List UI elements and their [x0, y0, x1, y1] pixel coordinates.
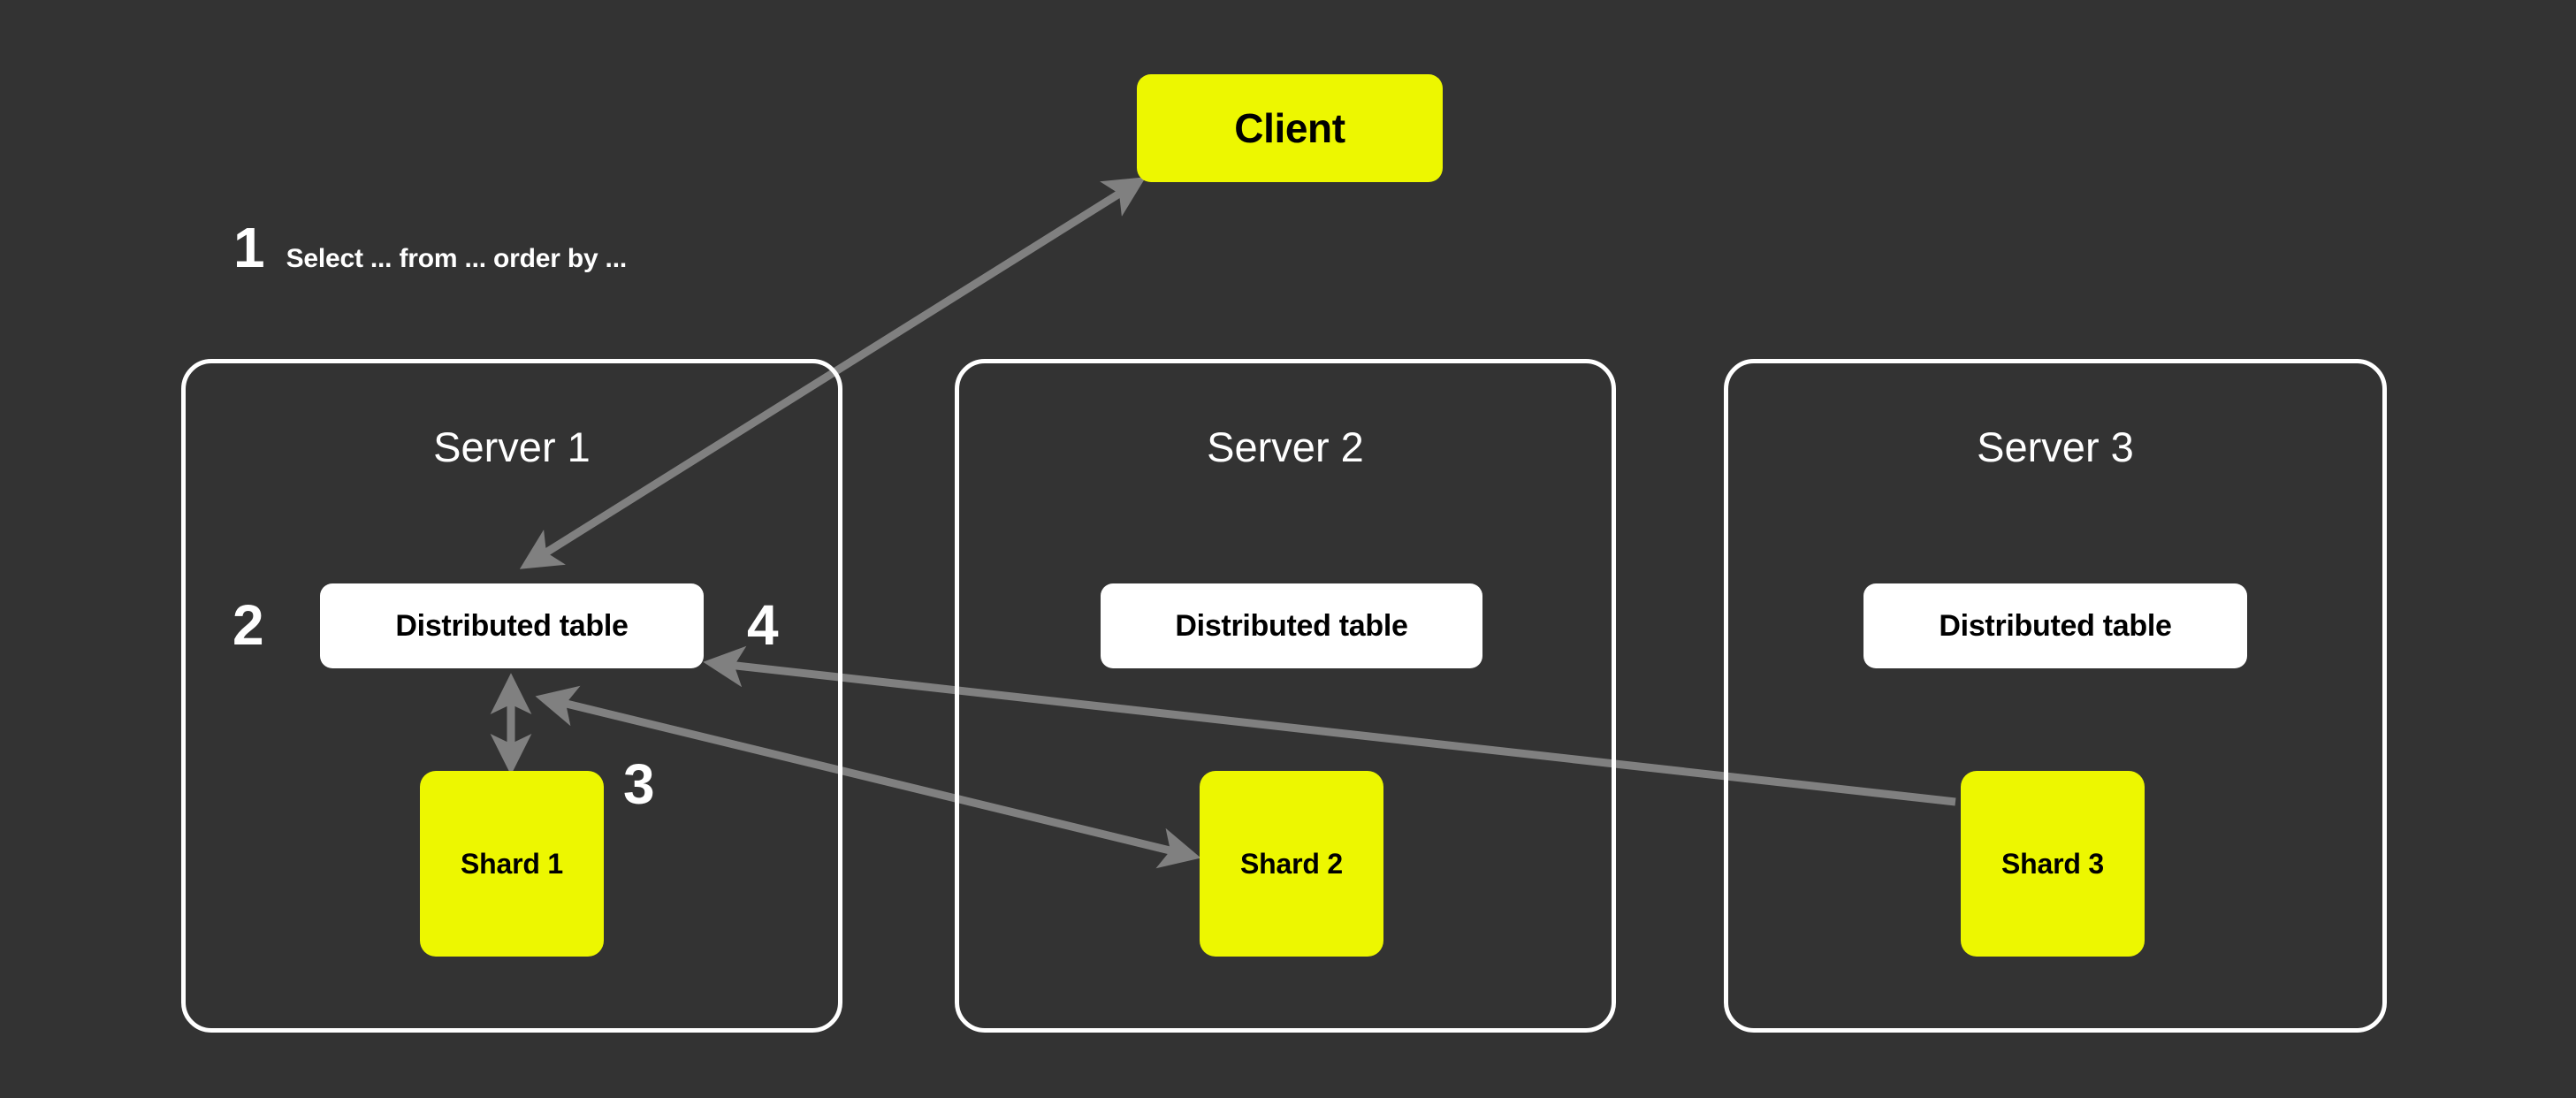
step-number-4: 4: [747, 593, 779, 657]
shard-label-1: Shard 1: [461, 848, 563, 880]
distributed-table-label-3: Distributed table: [1939, 609, 2172, 643]
step-1-caption: 1 Select ... from ... order by ...: [233, 219, 627, 276]
step-1-query-text: Select ... from ... order by ...: [286, 244, 628, 273]
shard-label-3: Shard 3: [2001, 848, 2104, 880]
server-title-2: Server 2: [1207, 423, 1364, 470]
distributed-table-node-1[interactable]: Distributed table: [320, 583, 704, 668]
distributed-table-node-3[interactable]: Distributed table: [1863, 583, 2247, 668]
distributed-table-label-1: Distributed table: [395, 609, 629, 643]
distributed-table-label-2: Distributed table: [1175, 609, 1408, 643]
shard-node-3[interactable]: Shard 3: [1961, 771, 2145, 957]
step-number-3: 3: [623, 752, 655, 816]
server-title-1: Server 1: [433, 423, 591, 470]
server-title-3: Server 3: [1977, 423, 2134, 470]
shard-node-2[interactable]: Shard 2: [1200, 771, 1383, 957]
distributed-table-node-2[interactable]: Distributed table: [1101, 583, 1482, 668]
shard-node-1[interactable]: Shard 1: [420, 771, 604, 957]
client-node[interactable]: Client: [1137, 74, 1443, 182]
step-number-1: 1: [233, 216, 265, 279]
step-number-2: 2: [232, 593, 264, 657]
shard-label-2: Shard 2: [1240, 848, 1343, 880]
client-label: Client: [1234, 105, 1345, 151]
